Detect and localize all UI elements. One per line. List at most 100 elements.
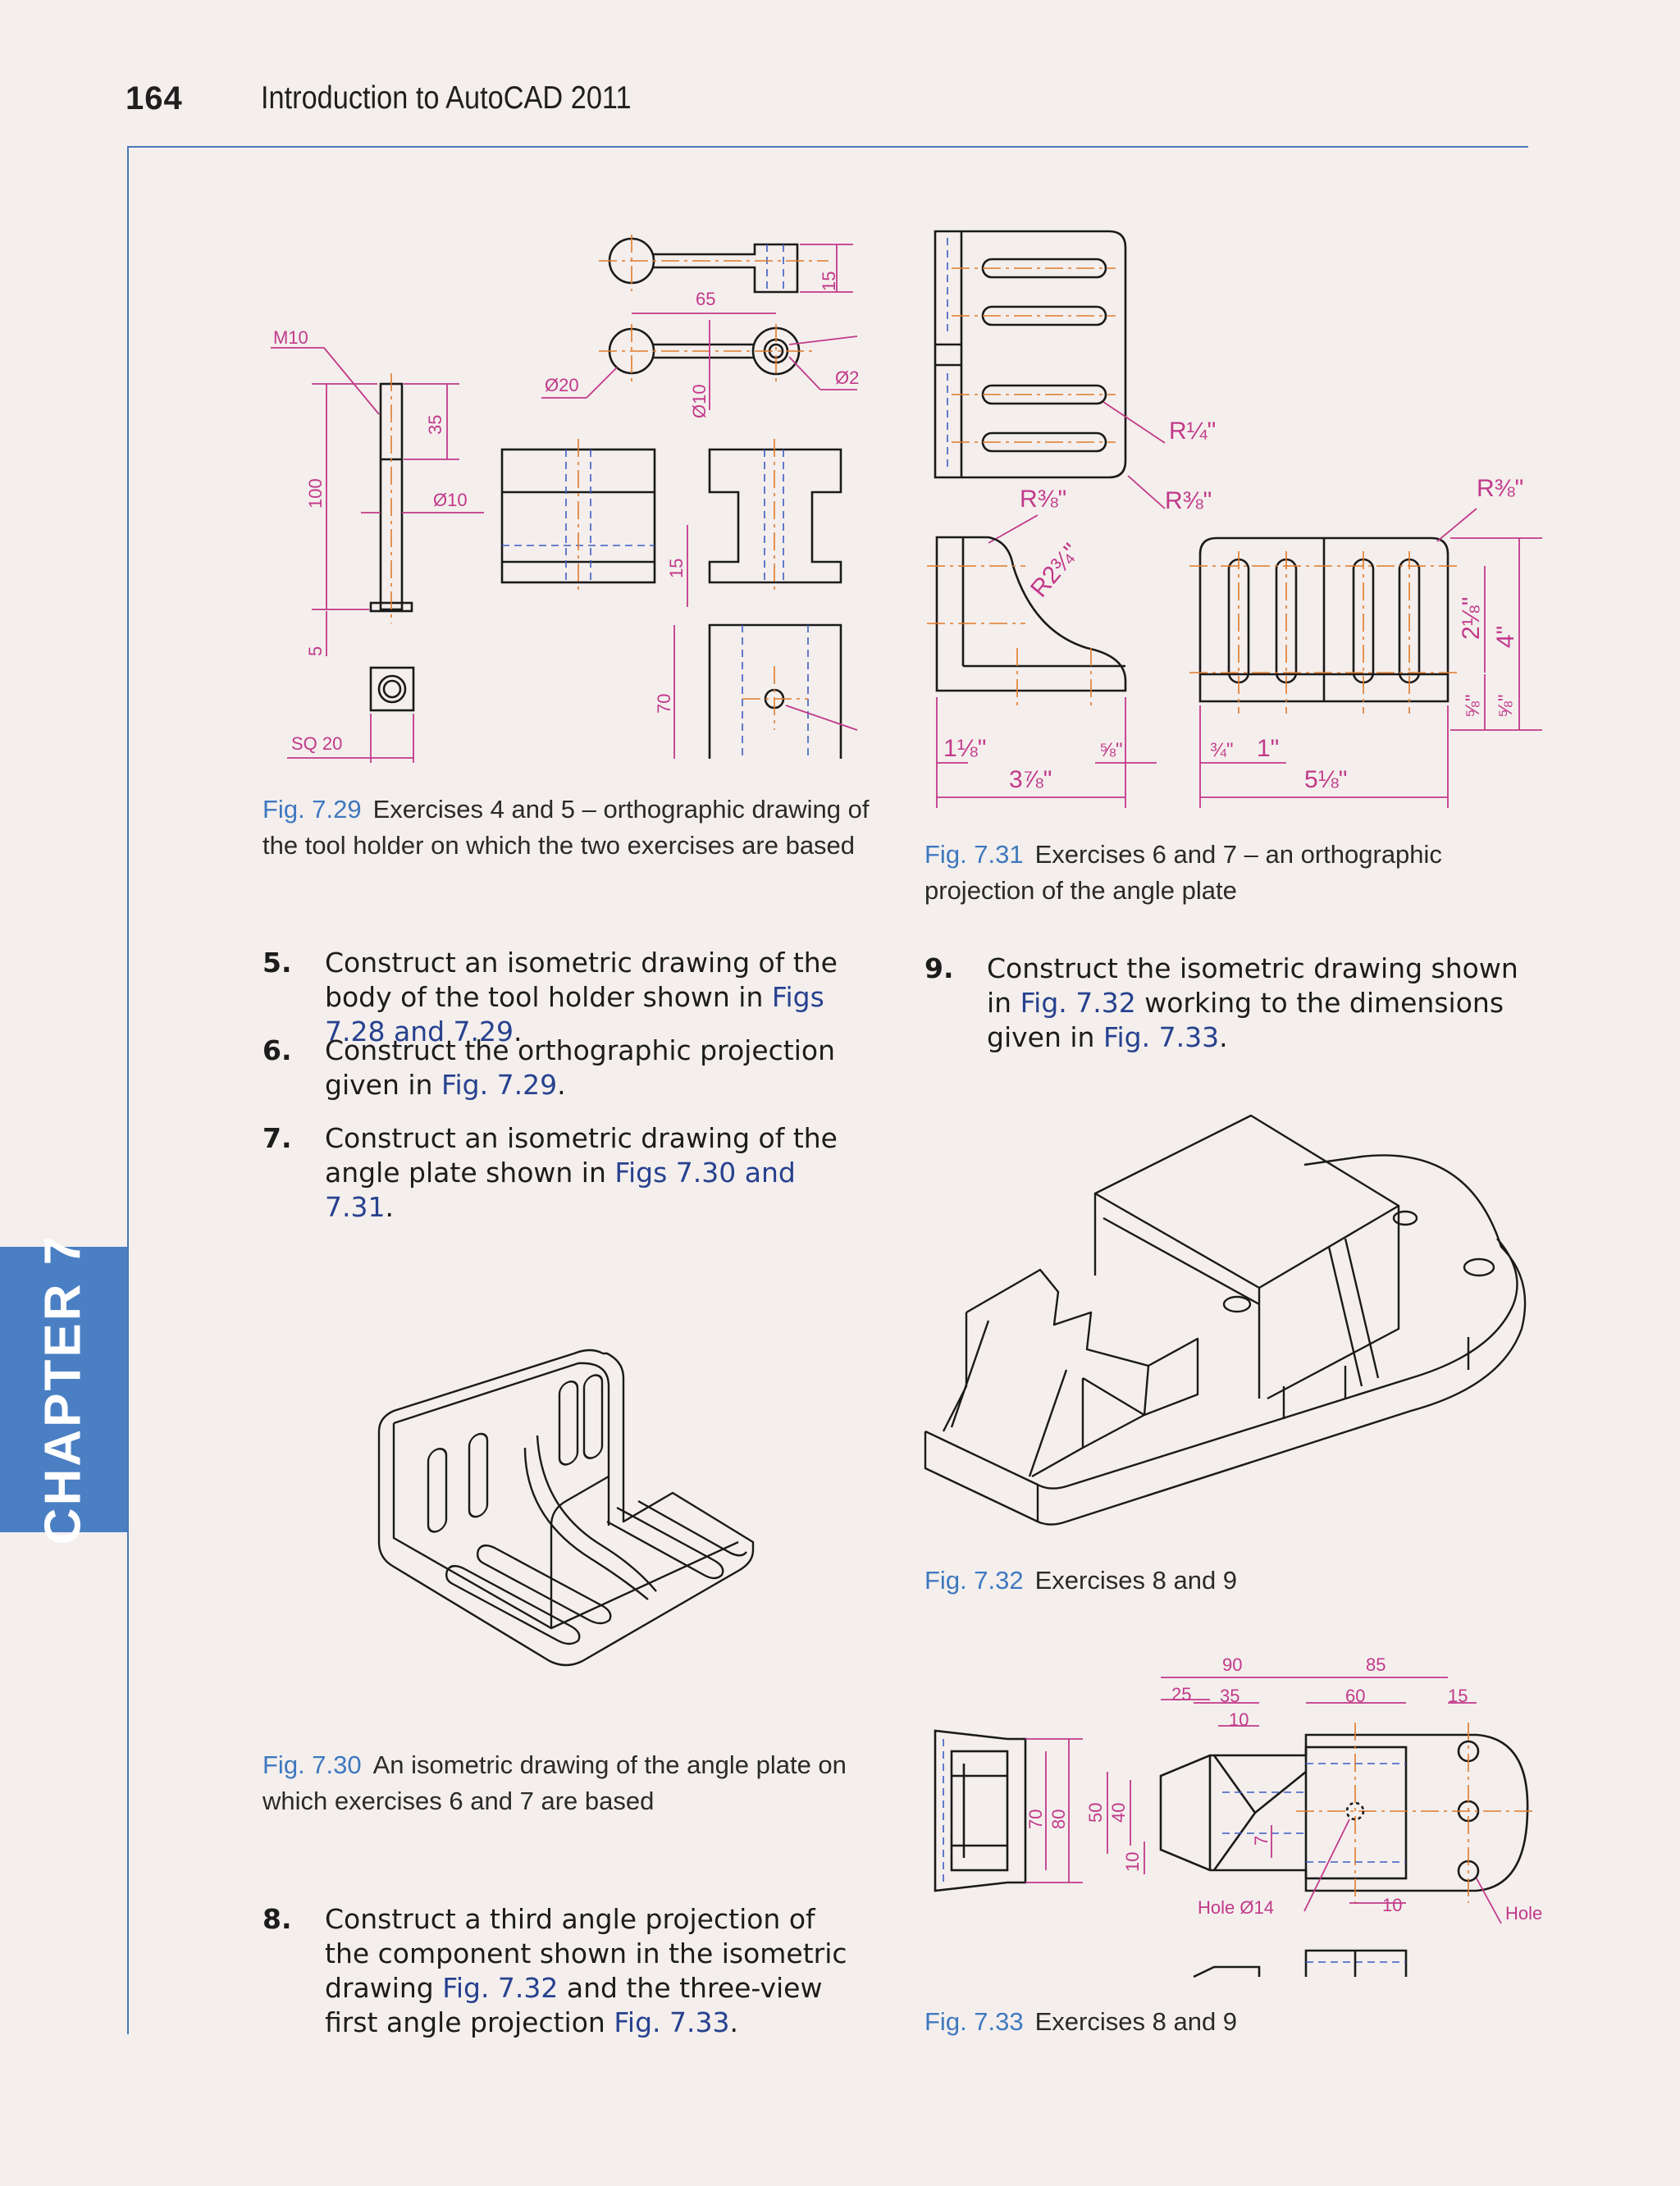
link-fig-7-32[interactable]: Fig. 7.32 xyxy=(442,1972,559,2004)
screw-end-square xyxy=(369,666,415,712)
dim-dia-10-screw: Ø10 xyxy=(433,490,468,510)
tool-holder-body-plan xyxy=(708,623,858,759)
exercise-9-text: Construct the isometric drawing shown in… xyxy=(987,952,1518,1053)
margin-rule xyxy=(127,146,129,2034)
link-figs-7-30-7-31[interactable]: Figs 7.30 and 7.31 xyxy=(325,1157,796,1223)
fig-7-31-drawing: R¼" R⅜" R⅜" R2¾" R⅜" 4" 2⅛" ⅝" ⅝" xyxy=(927,230,1542,808)
dim-7: 7 xyxy=(1251,1836,1271,1846)
exercise-7-number: 7. xyxy=(262,1122,292,1154)
dim-3-4: ¾" xyxy=(1210,739,1234,761)
dim-70: 70 xyxy=(654,694,674,714)
dim-5-8-a: ⅝" xyxy=(1099,739,1123,761)
link-fig-7-32-b[interactable]: Fig. 7.32 xyxy=(1020,987,1136,1019)
dim-15-body: 15 xyxy=(666,559,687,578)
angle-plate-front-view xyxy=(1189,536,1460,714)
exercise-6-text: Construct the orthographic projection gi… xyxy=(325,1034,835,1101)
exercise-7-text: Construct an isometric drawing of the an… xyxy=(325,1122,838,1223)
dim-35-b: 35 xyxy=(1220,1686,1239,1706)
dim-25: 25 xyxy=(1171,1684,1191,1705)
dim-dia-20: Ø20 xyxy=(545,375,579,395)
exercise-5: 5. Construct an isometric drawing of the… xyxy=(262,946,878,1047)
component-front-view xyxy=(1159,1723,1534,1903)
component-isometric xyxy=(924,1114,1527,1526)
dim-5: 5 xyxy=(305,646,326,656)
exercise-8-number: 8. xyxy=(262,1903,292,1935)
dim-dia-10-arm: Ø10 xyxy=(689,384,710,418)
tool-holder-body-side xyxy=(708,439,842,595)
dim-40: 40 xyxy=(1108,1803,1129,1823)
fig-7-30-drawing xyxy=(377,1349,755,1667)
dim-5-8-b: ⅝" xyxy=(1462,694,1484,718)
component-end-view xyxy=(934,1729,1027,1892)
exercise-5-text: Construct an isometric drawing of the bo… xyxy=(325,947,838,1047)
dim-100: 100 xyxy=(305,478,326,509)
fig-7-29-label: Fig. 7.29 xyxy=(262,795,362,824)
exercise-9: 9. Construct the isometric drawing shown… xyxy=(924,952,1540,1058)
dim-10-c: 10 xyxy=(1382,1895,1402,1915)
dim-90: 90 xyxy=(1222,1654,1242,1675)
tool-holder-arm-view xyxy=(599,324,812,386)
running-header-title: Introduction to AutoCAD 2011 xyxy=(261,80,632,116)
dim-10-b: 10 xyxy=(1122,1852,1143,1872)
dim-r-3-8-b: R⅜" xyxy=(1020,486,1066,513)
fig-7-32-label: Fig. 7.32 xyxy=(924,1566,1024,1595)
dim-35: 35 xyxy=(425,415,445,435)
dim-m10: M10 xyxy=(273,327,308,348)
fig-7-31-text: Exercises 6 and 7 – an orthographic proj… xyxy=(924,840,1442,905)
dim-15-top: 15 xyxy=(819,272,839,291)
exercise-8-text: Construct a third angle projection of th… xyxy=(325,1903,847,2038)
dim-3-7-8: 3⅞" xyxy=(1009,766,1052,793)
header-rule xyxy=(127,146,1528,148)
dim-r-quarter: R¼" xyxy=(1169,418,1216,445)
component-plan-view-partial xyxy=(1193,1949,1408,1978)
dim-r-3-8-a: R⅜" xyxy=(1165,487,1212,514)
tool-holder-top-view xyxy=(599,235,829,294)
chapter-tab: CHAPTER 7 xyxy=(0,1234,127,1545)
fig-7-29-text: Exercises 4 and 5 – orthographic drawing… xyxy=(262,795,870,860)
label-hole-dia-14: Hole Ø14 xyxy=(1198,1897,1274,1918)
dim-dia-2: Ø2 xyxy=(835,367,859,388)
dim-65: 65 xyxy=(696,289,715,309)
dim-60: 60 xyxy=(1345,1686,1365,1706)
exercise-9-number: 9. xyxy=(924,952,954,984)
dim-r-3-8-c: R⅜" xyxy=(1477,475,1523,502)
dim-4in: 4" xyxy=(1492,626,1519,648)
link-figs-7-28-7-29[interactable]: Figs 7.28 and 7.29 xyxy=(325,981,824,1047)
dim-10-a: 10 xyxy=(1229,1709,1249,1730)
angle-plate-plan-view xyxy=(934,230,1127,479)
fig-7-32-drawing xyxy=(924,1114,1527,1526)
fig-7-33-label: Fig. 7.33 xyxy=(924,2007,1024,2036)
dim-70-b: 70 xyxy=(1025,1809,1046,1829)
dim-50: 50 xyxy=(1085,1803,1106,1823)
fig-7-33-text: Exercises 8 and 9 xyxy=(1034,2007,1238,2036)
fig-7-33-caption: Fig. 7.33 Exercises 8 and 9 xyxy=(924,2004,1532,2040)
dim-1-1-8: 1⅛" xyxy=(943,735,986,762)
exercise-5-number: 5. xyxy=(262,947,292,979)
dim-2-1-8: 2⅛" xyxy=(1458,597,1485,640)
exercise-6-number: 6. xyxy=(262,1034,292,1066)
label-hole: Hole xyxy=(1505,1903,1542,1924)
link-fig-7-33-b[interactable]: Fig. 7.33 xyxy=(1102,1021,1220,1053)
dim-r-2-3-4: R2¾" xyxy=(1025,539,1085,603)
fig-7-29-drawing: 65 15 Ø20 Ø10 Ø2 M10 100 35 Ø10 5 SQ 20 xyxy=(271,235,859,763)
chapter-tab-label: CHAPTER 7 xyxy=(34,1234,92,1545)
dim-5-8-c: ⅝" xyxy=(1495,694,1517,718)
dim-80: 80 xyxy=(1048,1809,1069,1829)
fig-7-30-text: An isometric drawing of the angle plate … xyxy=(262,1750,847,1815)
link-fig-7-29[interactable]: Fig. 7.29 xyxy=(441,1069,558,1101)
exercise-7: 7. Construct an isometric drawing of the… xyxy=(262,1121,878,1223)
dim-1in: 1" xyxy=(1257,735,1279,762)
dim-85: 85 xyxy=(1366,1654,1386,1675)
screw-side-view xyxy=(369,373,413,623)
dim-15-c: 15 xyxy=(1448,1686,1468,1706)
link-fig-7-33[interactable]: Fig. 7.33 xyxy=(614,2006,730,2038)
page-number: 164 xyxy=(126,80,183,116)
exercise-8: 8. Construct a third angle projection of… xyxy=(262,1902,878,2042)
fig-7-31-label: Fig. 7.31 xyxy=(924,840,1024,869)
fig-7-32-text: Exercises 8 and 9 xyxy=(1034,1566,1238,1595)
tool-holder-body-front xyxy=(500,439,656,595)
dim-sq-20: SQ 20 xyxy=(291,733,342,754)
